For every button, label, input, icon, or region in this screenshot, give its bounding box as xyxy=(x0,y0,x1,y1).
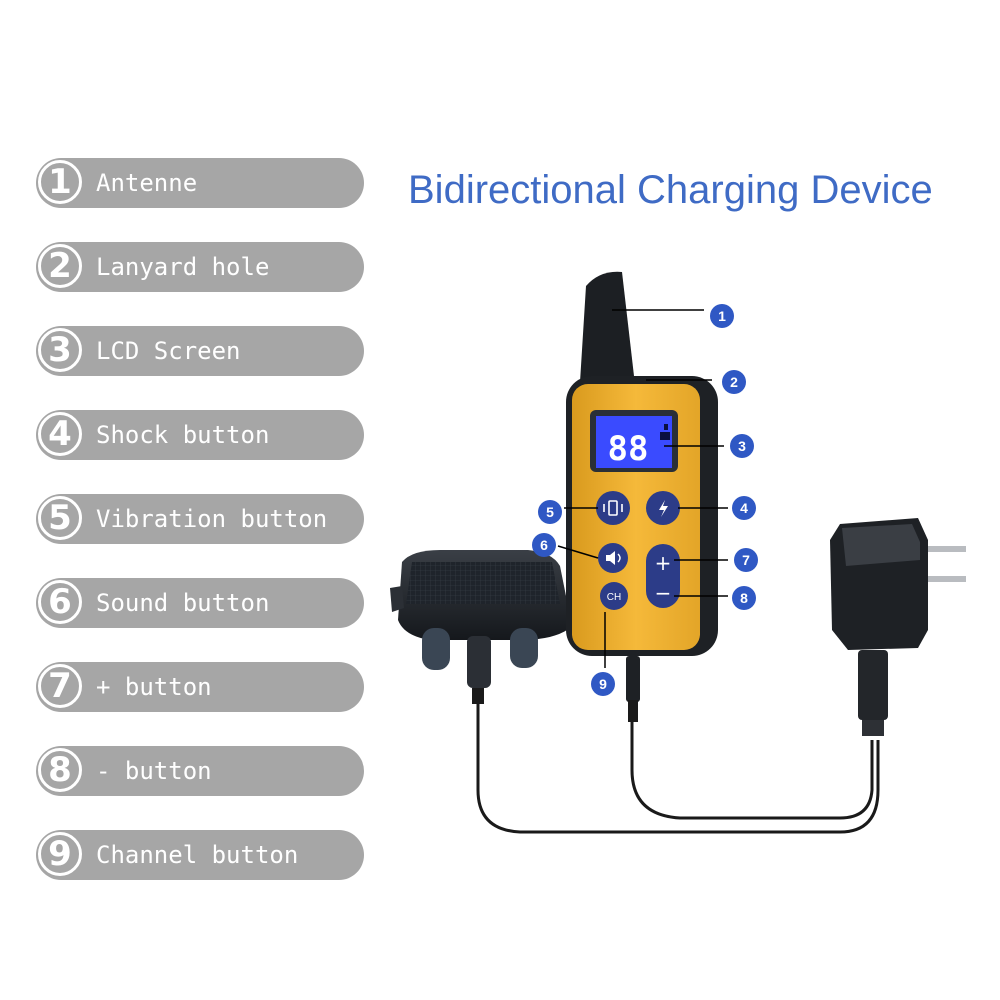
legend-number: 6 xyxy=(38,580,82,624)
callout-lines xyxy=(557,309,728,668)
legend-item-antenne: 1 Antenne xyxy=(36,158,364,208)
charging-cable xyxy=(476,700,880,834)
callout-marker-5: 5 xyxy=(538,500,562,524)
legend-label: Antenne xyxy=(96,169,198,197)
lcd-screen xyxy=(596,416,672,468)
legend-label: Shock button xyxy=(96,421,270,449)
callout-number: 6 xyxy=(540,537,548,553)
legend-label: Channel button xyxy=(96,841,299,869)
legend-label: Lanyard hole xyxy=(96,253,270,281)
legend-label: - button xyxy=(96,757,212,785)
vibration-icon xyxy=(603,500,623,516)
legend-item-lcd-screen: 3 LCD Screen xyxy=(36,326,364,376)
speaker-icon xyxy=(606,551,621,565)
callout-number: 4 xyxy=(740,500,748,516)
legend-number: 9 xyxy=(38,832,82,876)
callout-number: 5 xyxy=(546,504,554,520)
vibration-button[interactable] xyxy=(596,491,630,525)
legend-number: 3 xyxy=(38,328,82,372)
callout-marker-1: 1 xyxy=(710,304,734,328)
legend-item-sound-button: 6 Sound button xyxy=(36,578,364,628)
callout-marker-9: 9 xyxy=(591,672,615,696)
remote-transmitter: 88 + − CH xyxy=(566,271,718,722)
callout-marker-7: 7 xyxy=(734,548,758,572)
legend-item-channel-button: 9 Channel button xyxy=(36,830,364,880)
legend-item-vibration-button: 5 Vibration button xyxy=(36,494,364,544)
title: Bidirectional Charging Device xyxy=(408,168,933,212)
legend-number: 4 xyxy=(38,412,82,456)
legend-item-minus-button: 8 - button xyxy=(36,746,364,796)
wall-adapter xyxy=(830,518,966,736)
legend-label: Sound button xyxy=(96,589,270,617)
callout-marker-2: 2 xyxy=(722,370,746,394)
plus-minus-rocker: + − xyxy=(646,544,680,608)
legend-item-shock-button: 4 Shock button xyxy=(36,410,364,460)
channel-button-label: CH xyxy=(607,592,621,603)
callout-number: 9 xyxy=(599,676,607,692)
legend-item-plus-button: 7 + button xyxy=(36,662,364,712)
callout-marker-6: 6 xyxy=(532,533,556,557)
minus-button[interactable]: − xyxy=(655,581,672,605)
legend-number: 8 xyxy=(38,748,82,792)
legend-label: LCD Screen xyxy=(96,337,241,365)
callout-number: 8 xyxy=(740,590,748,606)
legend-number: 5 xyxy=(38,496,82,540)
charging-port xyxy=(626,656,640,702)
sound-button[interactable] xyxy=(598,543,628,573)
callout-marker-4: 4 xyxy=(732,496,756,520)
callout-marker-8: 8 xyxy=(732,586,756,610)
channel-button[interactable]: CH xyxy=(600,582,628,610)
antenna xyxy=(580,271,634,384)
callout-number: 7 xyxy=(742,552,750,568)
legend-item-lanyard-hole: 2 Lanyard hole xyxy=(36,242,364,292)
collar-receiver xyxy=(390,550,584,704)
legend-number: 1 xyxy=(38,160,82,204)
legend-label: + button xyxy=(96,673,212,701)
callout-number: 2 xyxy=(730,374,738,390)
callout-number: 3 xyxy=(738,438,746,454)
plus-button[interactable]: + xyxy=(655,551,672,575)
shock-button[interactable] xyxy=(646,491,680,525)
legend-number: 2 xyxy=(38,244,82,288)
callout-marker-3: 3 xyxy=(730,434,754,458)
lcd-digits: 88 xyxy=(608,429,649,469)
callout-number: 1 xyxy=(718,308,726,324)
lightning-icon xyxy=(659,500,668,517)
legend-label: Vibration button xyxy=(96,505,328,533)
legend-number: 7 xyxy=(38,664,82,708)
